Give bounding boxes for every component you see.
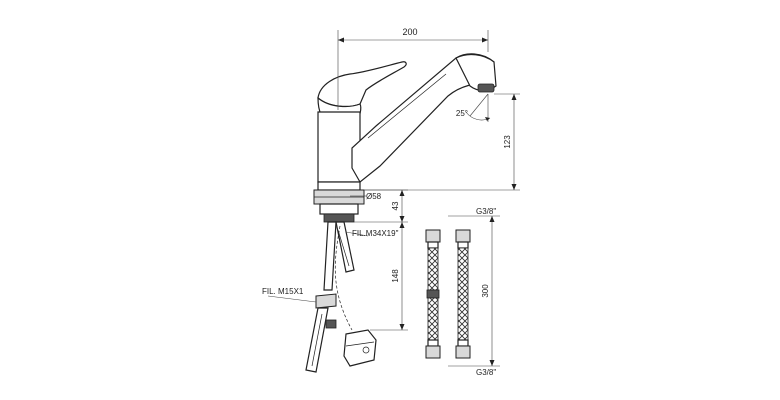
label-width-200: 200 <box>402 27 417 37</box>
tube-fitting-small <box>325 319 337 329</box>
label-length-300: 300 <box>481 284 490 298</box>
supply-tubes <box>305 221 377 373</box>
hose-left-braid-lower <box>427 297 439 341</box>
lever-handle <box>317 61 407 108</box>
supply-tube-right <box>335 221 355 273</box>
callout-supply-thread: FIL. M15X1 <box>262 287 317 303</box>
hose-right-braid <box>457 247 469 341</box>
label-length-148: 148 <box>391 269 400 283</box>
dim-base-height: 43 <box>354 189 408 223</box>
supply-tube-left <box>323 221 337 291</box>
callout-mount-thread: FIL.M34X19" <box>345 229 399 238</box>
label-supply-thread: FIL. M15X1 <box>262 287 304 296</box>
braided-hose-left <box>425 229 441 359</box>
hose-right-bottom-nut <box>455 345 471 359</box>
hose-left-braid-upper <box>427 247 439 291</box>
spray-head <box>455 53 497 92</box>
label-height-43: 43 <box>391 201 400 210</box>
supply-fitting <box>315 293 337 309</box>
dim-overall-width: 200 <box>337 27 489 110</box>
label-mount-thread: FIL.M34X19" <box>352 229 399 238</box>
dim-base-diameter: Ø58 <box>350 192 382 201</box>
braided-hose-right <box>455 229 471 359</box>
spray-hose <box>334 225 353 331</box>
hose-left-top-nut <box>425 229 441 243</box>
dim-hose-length: 300 G3/8" G3/8" <box>448 207 500 377</box>
dim-shank-length: 148 <box>370 222 408 331</box>
spout-seam <box>367 73 447 139</box>
hose-counterweight <box>343 329 377 367</box>
hose-right-top-nut <box>455 229 471 243</box>
label-hose-thread-top: G3/8" <box>476 207 496 216</box>
spray-nozzle <box>477 83 495 93</box>
dim-spray-angle: 25° <box>456 93 491 122</box>
label-diameter-58: Ø58 <box>366 192 382 201</box>
label-height-123: 123 <box>503 135 512 149</box>
hose-left-bottom-nut <box>425 345 441 359</box>
base-ring-lower <box>319 203 359 215</box>
base-ring-upper <box>317 181 361 191</box>
faucet-assembly <box>313 53 497 223</box>
label-angle-25: 25° <box>456 109 468 118</box>
mounting-nut <box>323 213 355 223</box>
label-hose-thread-bottom: G3/8" <box>476 368 496 377</box>
